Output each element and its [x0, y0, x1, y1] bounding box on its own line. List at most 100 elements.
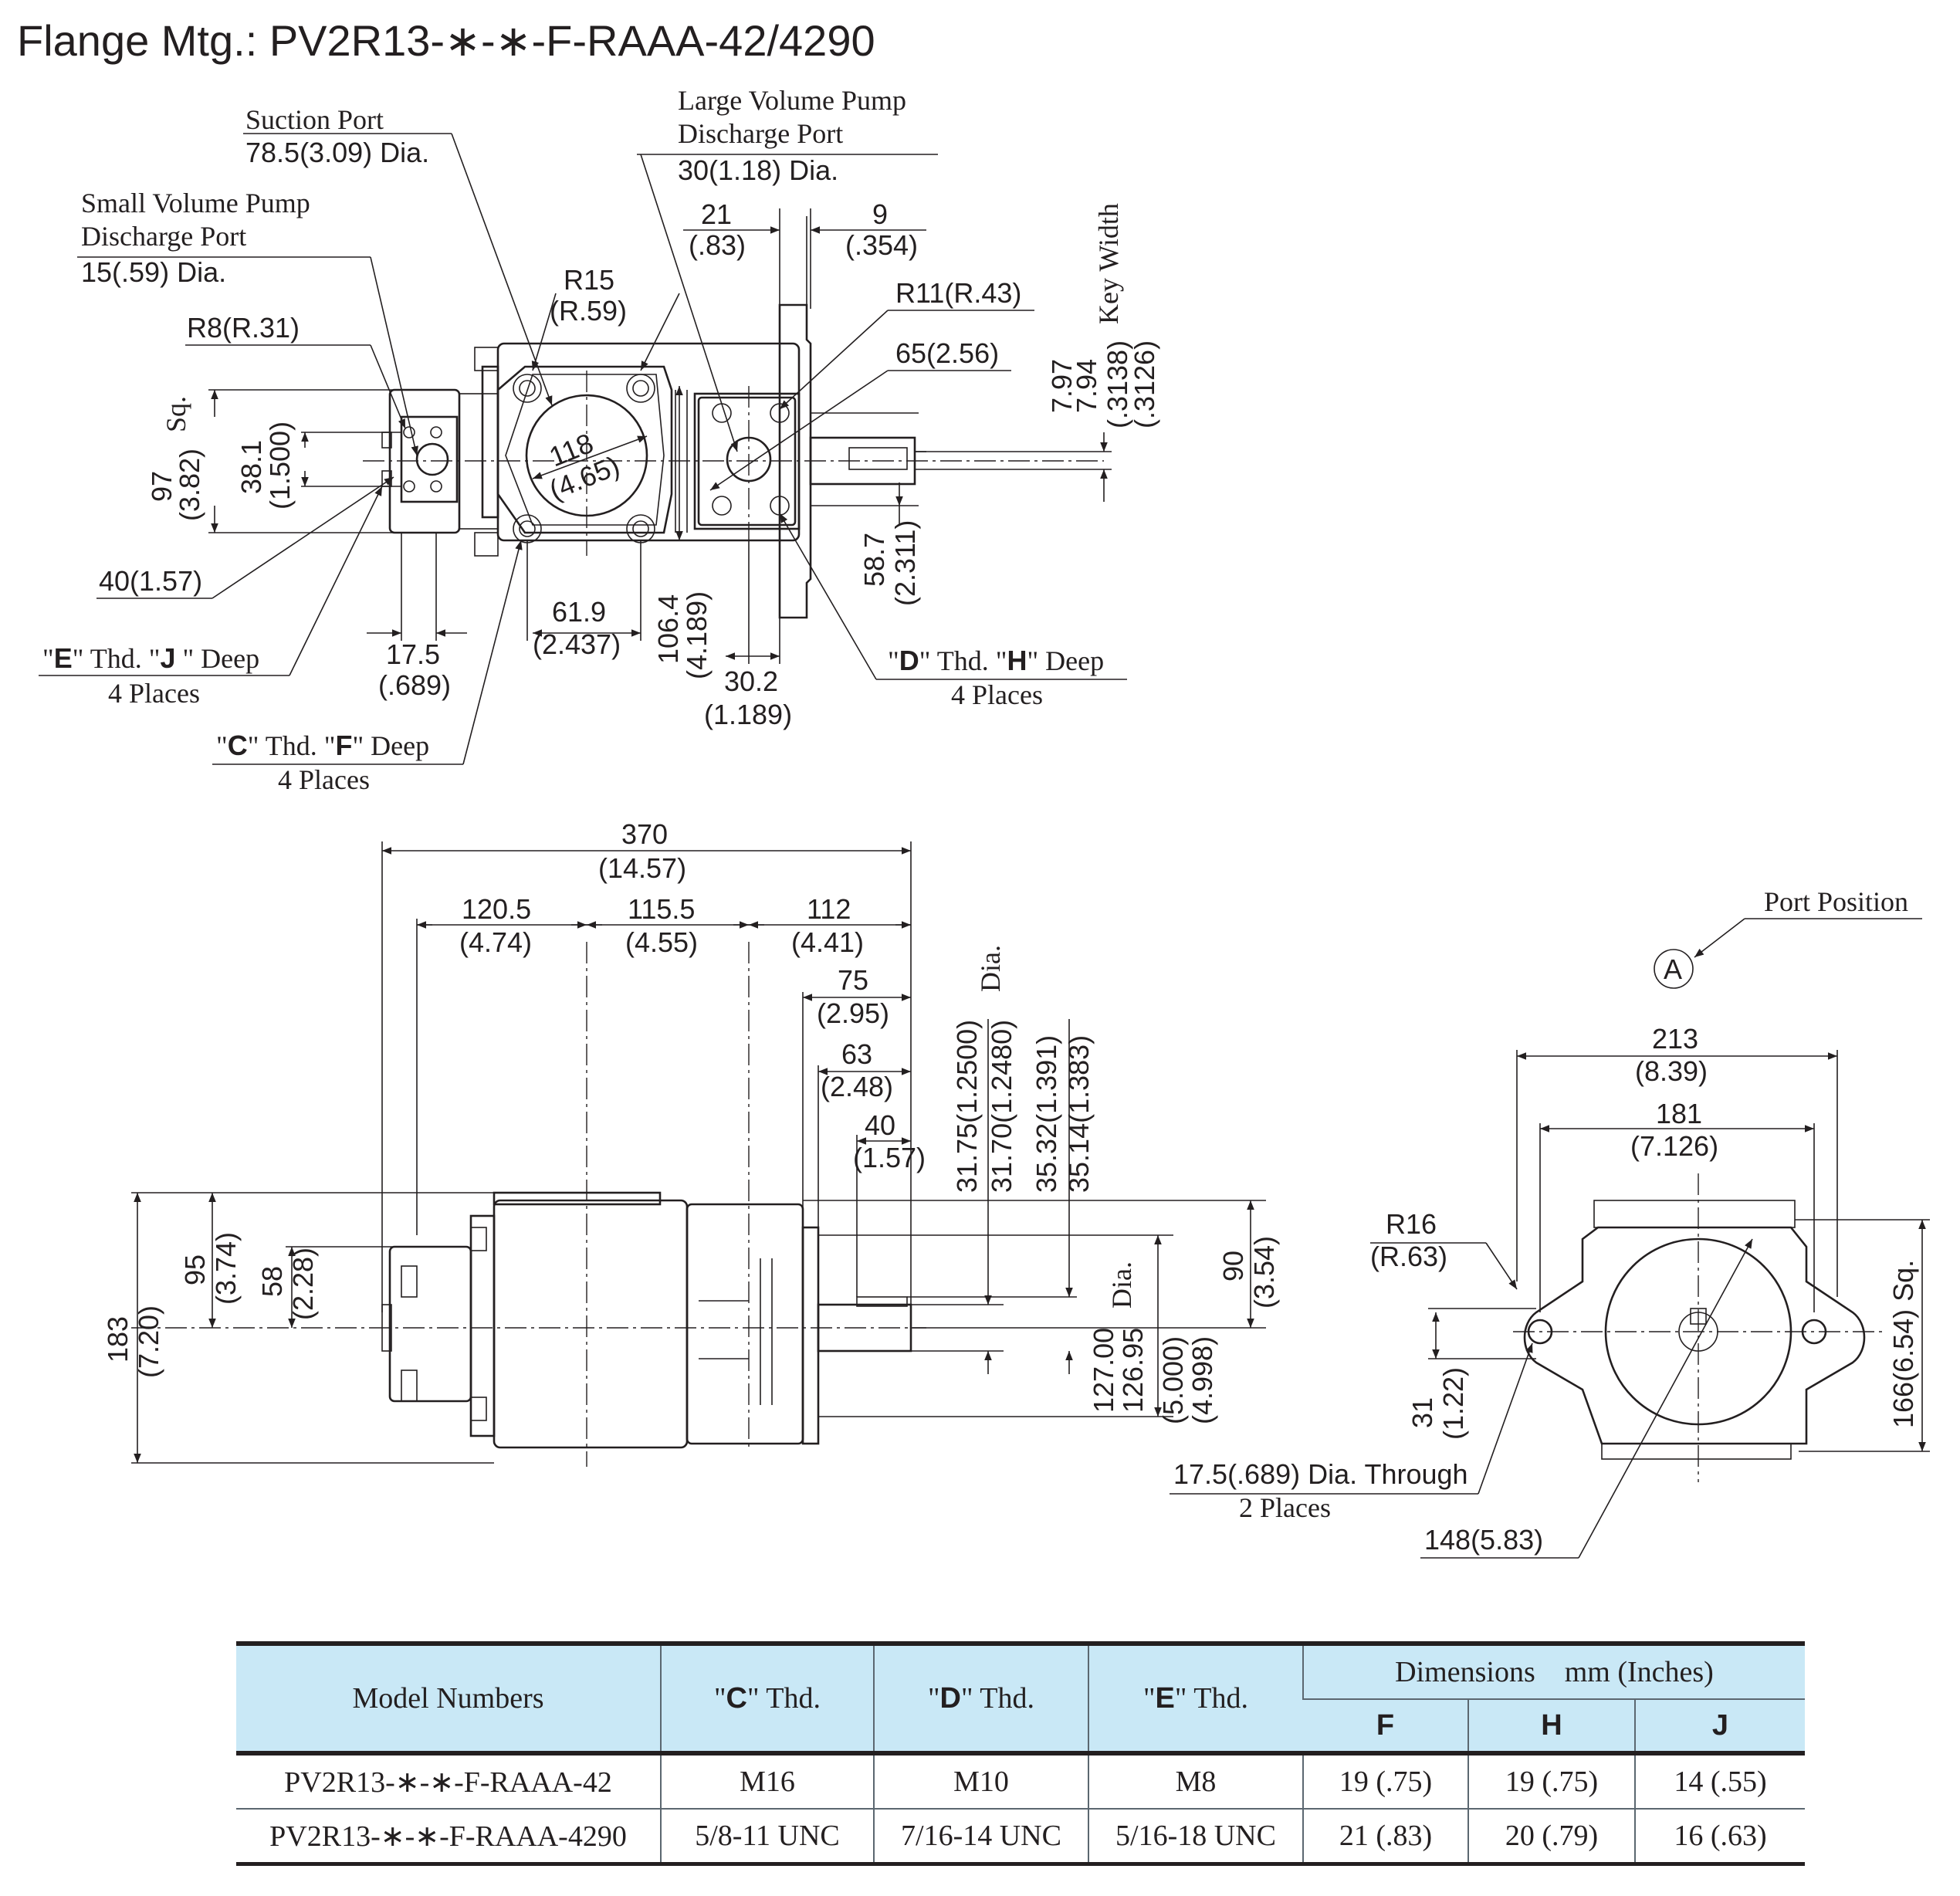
header-dimensions: Dimensions mm (Inches) — [1302, 1641, 1805, 1700]
header-c-thread: "C" Thd. — [660, 1641, 874, 1753]
d1205-value: 120.5 — [462, 893, 531, 925]
suction-port-dia: 78.5(3.09) Dia. — [245, 137, 429, 168]
shaft-dia-word: Dia. — [975, 945, 1006, 992]
d38-inch: (1.500) — [264, 422, 296, 510]
d213-value: 213 — [1652, 1023, 1698, 1055]
header-d-thread: "D" Thd. — [873, 1641, 1088, 1753]
key-height-min: 35.14(1.383) — [1063, 1035, 1095, 1193]
mounting-flange-top — [778, 303, 812, 619]
pilot-dia-max: 127.00 — [1088, 1328, 1119, 1413]
c-thread-places: 4 Places — [278, 764, 370, 795]
side-view-body — [493, 1199, 689, 1449]
header-f: F — [1303, 1698, 1468, 1753]
cell-f: 21 (.83) — [1302, 1809, 1468, 1866]
header-h: H — [1467, 1698, 1635, 1753]
d1155-inch: (4.55) — [625, 926, 698, 958]
cell-model: PV2R13-∗-∗-F-RAAA-42 — [236, 1753, 661, 1810]
cell-j: 14 (.55) — [1634, 1753, 1805, 1810]
d1155-value: 115.5 — [628, 893, 695, 925]
d95-inch: (3.74) — [210, 1232, 242, 1305]
key-min-in: (.3126) — [1129, 340, 1160, 428]
d95-value: 95 — [179, 1254, 211, 1285]
d63-inch: (2.48) — [821, 1071, 893, 1102]
d38-value: 38.1 — [235, 440, 267, 494]
key-max-mm: 7.97 — [1046, 359, 1078, 413]
d175-inch: (.689) — [378, 669, 451, 701]
key-width-label: Key Width — [1093, 203, 1124, 324]
cell-c-thread: 5/8-11 UNC — [660, 1809, 874, 1866]
drawing-title: Flange Mtg.: PV2R13-∗-∗-F-RAAA-42/4290 — [17, 16, 875, 65]
front-view-top-boss — [1593, 1200, 1796, 1228]
d75-value: 75 — [838, 964, 868, 996]
table-row: PV2R13-∗-∗-F-RAAA-42 M16 M10 M8 19 (.75)… — [236, 1753, 1805, 1810]
d75-inch: (2.95) — [817, 997, 889, 1029]
d1064-inch: (4.189) — [681, 591, 713, 679]
r11-label: R11(R.43) — [895, 277, 1021, 309]
r16-value: R16 — [1386, 1208, 1437, 1240]
front-view-flange — [1523, 1226, 1866, 1445]
d619-value: 61.9 — [552, 596, 606, 628]
cell-j: 16 (.63) — [1634, 1809, 1805, 1866]
d21-value: 21 — [701, 198, 732, 230]
top-view: Suction Port 78.5(3.09) Dia. Large Volum… — [39, 85, 1160, 795]
cell-d-thread: M10 — [873, 1753, 1088, 1810]
r8-label: R8(R.31) — [187, 312, 300, 344]
front-view: Port Position A 213 (8.39) 181 (7.126) R… — [1170, 886, 1930, 1559]
d90-inch: (3.54) — [1248, 1236, 1280, 1309]
r16-inch: (R.63) — [1370, 1241, 1447, 1272]
d9-value: 9 — [872, 198, 888, 230]
d181-inch: (7.126) — [1630, 1130, 1718, 1162]
d40-side-value: 40 — [865, 1109, 895, 1141]
c-thread-callout: "C" Thd. "F" Deep — [216, 730, 429, 761]
d183-value: 183 — [102, 1316, 134, 1363]
e-thread-callout: "E" Thd. "J " Deep — [42, 642, 259, 674]
d370-value: 370 — [621, 818, 668, 850]
d148-label: 148(5.83) — [1424, 1524, 1543, 1556]
d40-label: 40(1.57) — [99, 565, 202, 597]
d112-value: 112 — [807, 893, 851, 925]
key-max-in: (.3138) — [1102, 340, 1133, 428]
key-min-mm: 7.94 — [1071, 359, 1102, 413]
r15-inch: (R.59) — [550, 295, 627, 327]
r15-value: R15 — [564, 264, 614, 296]
d97-inch: (3.82) — [174, 449, 205, 521]
side-view-large-pump — [685, 1203, 804, 1445]
d40-side-inch: (1.57) — [853, 1142, 926, 1173]
d1064-value: 106.4 — [652, 594, 684, 664]
cell-model: PV2R13-∗-∗-F-RAAA-4290 — [236, 1809, 661, 1866]
d90-value: 90 — [1217, 1251, 1249, 1281]
side-view-small-pump — [388, 1245, 472, 1403]
cell-e-thread: M8 — [1088, 1753, 1303, 1810]
large-pump-dia: 30(1.18) Dia. — [678, 154, 838, 186]
shaft-dia-min: 31.70(1.2480) — [986, 1020, 1017, 1193]
small-pump-dia: 15(.59) Dia. — [81, 256, 226, 288]
model-dimensions-table: Model Numbers "C" Thd. "D" Thd. "E" Thd.… — [236, 1641, 1805, 1866]
side-view-flange — [801, 1226, 820, 1445]
header-model-numbers: Model Numbers — [236, 1641, 661, 1753]
side-view: 370 (14.57) 120.5 (4.74) 115.5 (4.55) 11… — [102, 818, 1280, 1467]
d175-value: 17.5 — [386, 638, 440, 670]
d1205-inch: (4.74) — [459, 926, 532, 958]
small-pump-label-2: Discharge Port — [81, 221, 246, 252]
port-a-circle — [1654, 949, 1694, 989]
cell-d-thread: 7/16-14 UNC — [873, 1809, 1088, 1866]
small-pump-label-1: Small Volume Pump — [81, 188, 310, 218]
port-a-letter: A — [1664, 953, 1682, 985]
d587-inch: (2.311) — [889, 520, 921, 606]
pilot-dia-min-in: (4.998) — [1186, 1336, 1218, 1424]
suction-port-label: Suction Port — [245, 104, 384, 135]
header-j: J — [1634, 1698, 1805, 1753]
header-e-thread: "E" Thd. — [1088, 1641, 1303, 1753]
pilot-dia-word: Dia. — [1106, 1261, 1137, 1309]
d31-value: 31 — [1407, 1397, 1438, 1428]
cell-c-thread: M16 — [660, 1753, 874, 1810]
d-thread-callout: "D" Thd. "H" Deep — [888, 645, 1104, 676]
pilot-dia-max-in: (5.000) — [1157, 1336, 1189, 1424]
cell-h: 19 (.75) — [1467, 1753, 1635, 1810]
large-pump-label-2: Discharge Port — [678, 118, 843, 149]
large-pump-label-1: Large Volume Pump — [678, 85, 906, 116]
top-view-body-step — [481, 365, 499, 519]
d166-label: 166(6.54) Sq. — [1887, 1260, 1919, 1428]
d213-inch: (8.39) — [1635, 1055, 1708, 1087]
